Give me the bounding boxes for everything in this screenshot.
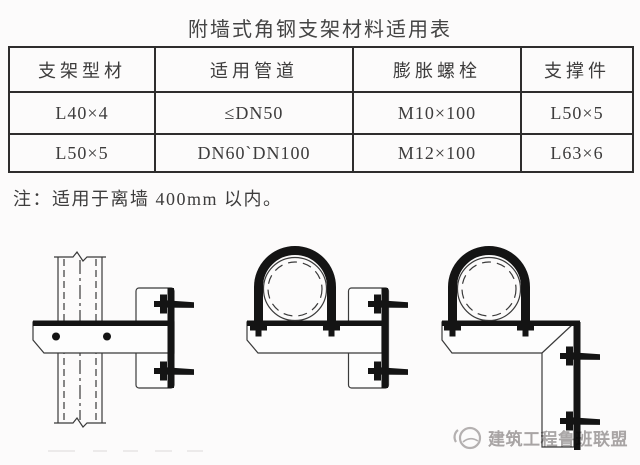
column-header-applicable-pipe: 适用管道	[154, 46, 354, 93]
watermark-text: 建筑工程鲁班联盟	[488, 429, 628, 449]
diagram-wall-bracket-pipe-elevation	[32, 250, 194, 428]
bracket-arm-top-edge	[442, 320, 580, 326]
table-cell: L63×6	[520, 133, 634, 173]
pipe-break-mark	[54, 250, 106, 262]
wall-anchor-bar	[574, 322, 581, 450]
spec-table: 支架型材 适用管道 膨胀螺栓 支撑件 L40×4 ≤DN50 M10×100 L…	[8, 46, 634, 173]
pipe-section	[456, 256, 522, 322]
diagram-ubolt-corner-bracket	[442, 251, 600, 450]
bracket-arm	[246, 321, 383, 354]
table-cell: L40×4	[8, 91, 156, 135]
pipe-break-mark	[54, 416, 106, 428]
page-title: 附墙式角钢支架材料适用表	[188, 19, 452, 41]
wall-anchor-bar	[381, 288, 388, 388]
wall-anchor-bar	[167, 288, 174, 388]
table-cell: ≤DN50	[154, 91, 354, 135]
table-cell: DN60`DN100	[154, 133, 354, 173]
diagram-ubolt-wall-bracket	[247, 251, 408, 389]
luban-alliance-logo-icon	[453, 426, 482, 450]
table-row: L50×5 DN60`DN100 M12×100 L63×6	[8, 133, 634, 173]
table-row: L40×4 ≤DN50 M10×100 L50×5	[8, 91, 634, 135]
column-header-bracket-profile: 支架型材	[8, 46, 156, 93]
bracket-arm-top-edge	[247, 320, 382, 326]
column-header-expansion-bolt: 膨胀螺栓	[352, 46, 522, 93]
table-cell: L50×5	[8, 133, 156, 173]
table-cell: L50×5	[520, 91, 634, 135]
note-text: 注：适用于离墙 400mm 以内。	[13, 189, 283, 209]
table-header-row: 支架型材 适用管道 膨胀螺栓 支撑件	[8, 46, 634, 93]
rivet-dot	[52, 332, 60, 341]
corner-chamfer-line	[541, 324, 573, 354]
bracket-arm-top-edge	[33, 320, 174, 326]
table-cell: M10×100	[352, 91, 522, 135]
watermark: 建筑工程鲁班联盟	[450, 422, 628, 452]
pipe-section	[262, 256, 328, 322]
column-header-support-piece: 支撑件	[520, 46, 634, 93]
rivet-dot	[103, 332, 111, 341]
table-cell: M12×100	[352, 133, 522, 173]
technical-drawings	[32, 230, 600, 452]
